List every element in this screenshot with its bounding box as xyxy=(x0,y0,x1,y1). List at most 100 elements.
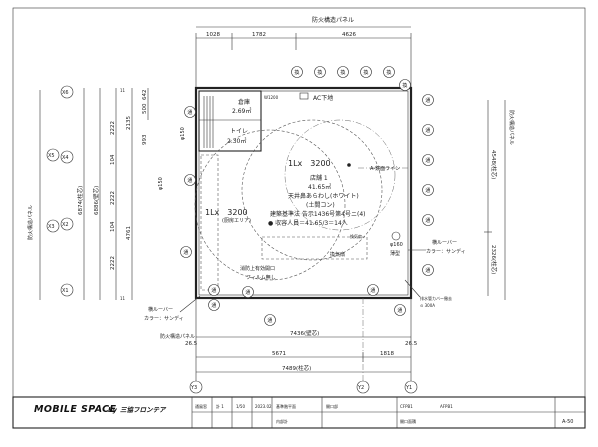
ventilation-label: 換気扇 xyxy=(330,251,345,258)
grid-x1: X1 xyxy=(62,288,69,294)
exhaust-label: 換気扇 xyxy=(350,233,362,239)
fixture-top-3: 換 xyxy=(337,66,349,78)
dia-160: φ160 xyxy=(390,242,403,248)
fixture-glyph: 通 xyxy=(187,177,192,184)
store-notice: 建築基準法 告示1436号第4号ニ(4) xyxy=(270,210,366,218)
fixture-glyph: 通 xyxy=(425,267,430,274)
fixture-glyph: 通 xyxy=(425,97,430,104)
dia-150-b: φ150 xyxy=(158,177,164,190)
fixture-top-5: 換 xyxy=(383,66,395,78)
fixture-left-1: 通 xyxy=(184,106,196,118)
fire-door-sub: フィルム無し xyxy=(246,274,276,281)
fixture-right-6: 通 xyxy=(422,264,434,276)
louver-right-label: 横ルーバー xyxy=(432,239,457,246)
title-cell-4: 2023.02 xyxy=(255,404,272,409)
top-dim-2: 1782 xyxy=(252,32,266,38)
grid-x6: X6 xyxy=(62,90,69,96)
fixture-glyph: 換 xyxy=(294,69,299,76)
fixture-glyph: 換 xyxy=(386,69,391,76)
bottom-wall-dim: 7436(壁芯) xyxy=(290,329,319,337)
kitchen-area-label: (厨房エリア) xyxy=(222,217,251,224)
left-dim-right-2: 500 xyxy=(142,103,148,114)
left-dim-right-3: 642 xyxy=(142,90,148,101)
title-cell-8: CFPB1 xyxy=(400,404,413,409)
fixture-glyph: 換 xyxy=(402,82,407,89)
title-cell-10: 開口面積 xyxy=(400,418,416,424)
title-cell-1: 通風窓 xyxy=(195,403,207,409)
ac-unit-label: AC下地 xyxy=(313,94,333,102)
lux-left-label: 1Lx 3200 xyxy=(205,208,248,217)
top-panel-label: 防火構造パネル xyxy=(312,16,354,24)
fixture-glyph: 通 xyxy=(267,317,272,324)
toilet-area: 2.30㎡ xyxy=(227,137,246,145)
brand-company: 三協フロンテア xyxy=(120,406,167,414)
bench-outline xyxy=(261,236,368,260)
store-capacity: ● 収容人員＝41.65/3＝14人 xyxy=(268,219,348,227)
title-block xyxy=(12,396,586,429)
store-name: 店舗 1 xyxy=(310,174,328,182)
grid-y1: Y1 xyxy=(405,385,412,391)
bottom-span-b: 1818 xyxy=(380,351,394,357)
fixture-top-4: 換 xyxy=(360,66,372,78)
left-dim-col-2: 104 xyxy=(110,154,116,165)
fixture-left-4: 通 xyxy=(208,284,220,296)
lux-circle-left xyxy=(194,129,346,281)
dia-150-a: φ150 xyxy=(180,127,186,140)
left-dim-right-4: 993 xyxy=(142,134,148,145)
ac-unit-symbol xyxy=(299,92,309,100)
fixture-right-2: 通 xyxy=(422,124,434,136)
bottom-left-offset: 26.5 xyxy=(185,341,198,347)
left-small-top: 11 xyxy=(120,88,126,93)
fixture-bottom-2: 通 xyxy=(264,314,276,326)
left-small-bottom: 11 xyxy=(120,296,126,301)
lux-circle-main xyxy=(241,119,383,261)
note-right-leader xyxy=(404,279,421,298)
title-cell-7: 開口部 xyxy=(326,403,338,409)
lux-main-label: 1Lx 3200 xyxy=(288,159,331,168)
fire-panel-bl-label: 防火構造パネル xyxy=(160,333,195,340)
title-cell-9: AFPB1 xyxy=(440,404,453,409)
lux-point xyxy=(347,163,351,167)
title-cell-6: 内部計 xyxy=(276,418,288,424)
thin-type: 薄型 xyxy=(390,250,400,257)
drain-symbol xyxy=(391,231,401,241)
fixture-left-3: 通 xyxy=(180,246,192,258)
grid-y-labels: Y3 Y2 Y1 xyxy=(189,380,418,394)
bottom-right-offset: 26.5 xyxy=(405,341,418,347)
toilet-name: トイレ xyxy=(230,128,248,135)
fixture-right-3: 通 xyxy=(422,154,434,166)
fixture-top-1: 換 xyxy=(291,66,303,78)
grid-x4: X4 xyxy=(62,155,69,161)
fixture-glyph: 通 xyxy=(425,187,430,194)
grid-x5: X5 xyxy=(48,153,55,159)
top-dim-3: 4626 xyxy=(342,32,356,38)
louver-left-leader xyxy=(179,295,201,313)
storage-area: 2.69㎡ xyxy=(232,107,251,115)
fixture-glyph: 換 xyxy=(317,69,322,76)
left-dim-col-4: 104 xyxy=(110,221,116,232)
storage-name: 倉庫 xyxy=(238,98,250,106)
fixture-left-5: 通 xyxy=(208,299,220,311)
louver-left-color: カラー：サンディ xyxy=(144,315,184,322)
title-cell-5: 基準階平面 xyxy=(276,403,296,409)
title-cell-3: 1/50 xyxy=(236,404,245,409)
grid-x3: X3 xyxy=(48,224,55,230)
storage-hatch xyxy=(203,96,214,148)
fixture-glyph: 通 xyxy=(397,307,402,314)
fixture-glyph: 換 xyxy=(363,69,368,76)
fixture-right-5: 通 xyxy=(422,214,434,226)
bottom-column-dim: 7489(柱芯) xyxy=(282,364,311,372)
brand-name: MOBILE SPACE xyxy=(34,404,117,415)
left-dim-col-1: 2222 xyxy=(110,121,116,135)
fixture-glyph: 通 xyxy=(425,127,430,134)
left-dim-col-3: 2222 xyxy=(110,191,116,205)
grid-x-labels: X6 X5 X4 X3 X2 X1 xyxy=(46,85,74,297)
title-cell-2: 計 1 xyxy=(216,403,224,409)
storage-toilet-block xyxy=(198,90,262,152)
fixture-top-6: 換 xyxy=(399,79,411,91)
kitchen-counter xyxy=(200,154,219,291)
grid-x2: X2 xyxy=(62,222,69,228)
fixture-bottom-1: 通 xyxy=(242,286,254,298)
